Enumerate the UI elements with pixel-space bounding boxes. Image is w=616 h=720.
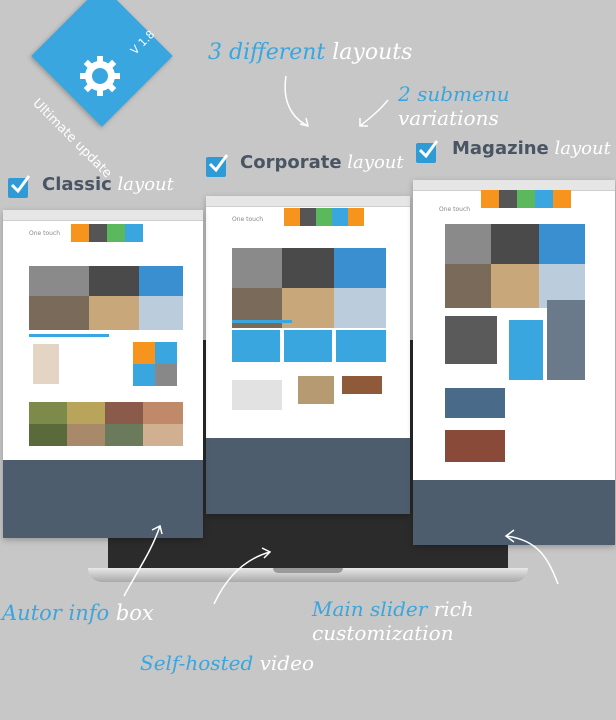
site-logo: One touch <box>29 230 61 237</box>
label-corporate: Corporate layout <box>240 152 404 173</box>
classic-screenshot: One touch <box>3 210 203 538</box>
label-classic: Classic layout <box>42 174 174 195</box>
label-magazine: Magazine layout <box>452 138 611 159</box>
laptop-notch <box>273 568 343 573</box>
browser-bar <box>206 196 410 207</box>
arrow-icon <box>359 99 389 127</box>
check-icon <box>8 175 31 198</box>
main-slider <box>445 224 585 308</box>
laptop-base <box>88 568 528 582</box>
main-slider <box>232 248 386 332</box>
site-footer <box>413 480 615 545</box>
corporate-screenshot: One touch <box>206 196 410 514</box>
main-slider <box>29 266 183 334</box>
site-logo: One touch <box>232 216 264 223</box>
browser-bar <box>3 210 203 221</box>
label-main-slider: Main slider rich customization <box>312 597 474 645</box>
arrow-icon <box>123 524 163 597</box>
check-icon <box>416 140 439 163</box>
check-icon <box>206 154 229 177</box>
arrow-icon <box>504 529 559 585</box>
arrow-icon <box>284 75 310 128</box>
magazine-screenshot: One touch <box>413 180 615 545</box>
arrow-icon <box>213 547 272 605</box>
site-logo: One touch <box>439 206 471 213</box>
gear-icon <box>78 54 122 98</box>
label-self-hosted: Self-hosted video <box>140 651 314 675</box>
label-submenu: 2 submenu variations <box>398 82 510 130</box>
site-footer <box>206 438 410 514</box>
site-footer <box>3 460 203 538</box>
label-3-layouts: 3 different layouts <box>208 40 413 65</box>
label-autor-info: Autor info box <box>2 601 154 625</box>
